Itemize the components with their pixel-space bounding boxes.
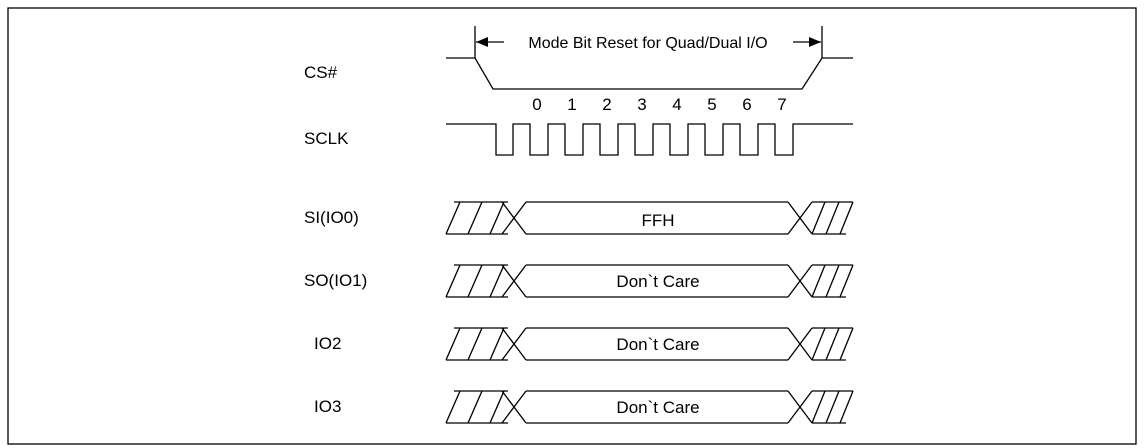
- io3-right-hatch-0: [811, 390, 826, 424]
- so-left-hatch-2: [489, 264, 505, 298]
- signal-label-so: SO(IO1): [304, 271, 367, 290]
- signal-label-cs: CS#: [304, 63, 338, 82]
- si-left-hatch-1: [467, 201, 483, 235]
- io3-right-hatch-2: [839, 390, 854, 424]
- si-left-cross-a: [501, 201, 527, 235]
- io3-right-hatch-1: [825, 390, 840, 424]
- so-left-hatch-0: [445, 264, 461, 298]
- cs-waveform: [446, 57, 853, 90]
- so-right-hatch-1: [825, 264, 840, 298]
- si-right-hatch-0: [811, 201, 826, 235]
- clock-number-5: 5: [707, 95, 716, 114]
- signal-label-sclk: SCLK: [304, 129, 349, 148]
- clock-number-2: 2: [602, 95, 611, 114]
- clock-number-3: 3: [637, 95, 646, 114]
- clock-number-7: 7: [777, 95, 786, 114]
- so-right-hatch-2: [839, 264, 854, 298]
- signal-label-si: SI(IO0): [304, 208, 359, 227]
- so-left-cross-a: [501, 264, 527, 298]
- arrow-left-head: [476, 37, 488, 47]
- signal-label-io3: IO3: [314, 397, 341, 416]
- io2-right-cross-a: [787, 327, 813, 361]
- so-bus-value: Don`t Care: [616, 272, 699, 291]
- sclk-waveform: [446, 123, 853, 156]
- diagram-frame: [7, 7, 1137, 445]
- clock-number-6: 6: [742, 95, 751, 114]
- clock-numbers: 0 1 2 3 4 5 6 7: [532, 95, 786, 114]
- clock-number-4: 4: [672, 95, 681, 114]
- io2-bus: Don`t Care: [445, 327, 854, 361]
- si-right-hatch-2: [839, 201, 854, 235]
- io3-left-hatch-2: [489, 390, 505, 424]
- io2-right-hatch-0: [811, 327, 826, 361]
- annotation-arrow: Mode Bit Reset for Quad/Dual I/O: [474, 26, 823, 58]
- io2-left-cross-a: [501, 327, 527, 361]
- io2-bus-value: Don`t Care: [616, 335, 699, 354]
- io2-right-hatch-2: [839, 327, 854, 361]
- si-right-cross-a: [787, 201, 813, 235]
- si-bus: FFH: [445, 201, 854, 235]
- annotation-label: Mode Bit Reset for Quad/Dual I/O: [528, 35, 767, 52]
- io2-right-hatch-1: [825, 327, 840, 361]
- clock-number-1: 1: [567, 95, 576, 114]
- io3-left-cross-a: [501, 390, 527, 424]
- so-left-hatch-1: [467, 264, 483, 298]
- io2-left-hatch-0: [445, 327, 461, 361]
- io3-bus-value: Don`t Care: [616, 398, 699, 417]
- arrow-right-head: [809, 37, 821, 47]
- io3-right-cross-a: [787, 390, 813, 424]
- io3-bus: Don`t Care: [445, 390, 854, 424]
- io3-left-hatch-0: [445, 390, 461, 424]
- clock-number-0: 0: [532, 95, 541, 114]
- si-left-hatch-0: [445, 201, 461, 235]
- si-right-hatch-1: [825, 201, 840, 235]
- so-right-cross-a: [787, 264, 813, 298]
- so-bus: Don`t Care: [445, 264, 854, 298]
- si-bus-value: FFH: [641, 211, 674, 230]
- io2-left-hatch-2: [489, 327, 505, 361]
- io2-left-hatch-1: [467, 327, 483, 361]
- signal-label-io2: IO2: [314, 334, 341, 353]
- si-left-hatch-2: [489, 201, 505, 235]
- so-right-hatch-0: [811, 264, 826, 298]
- io3-left-hatch-1: [467, 390, 483, 424]
